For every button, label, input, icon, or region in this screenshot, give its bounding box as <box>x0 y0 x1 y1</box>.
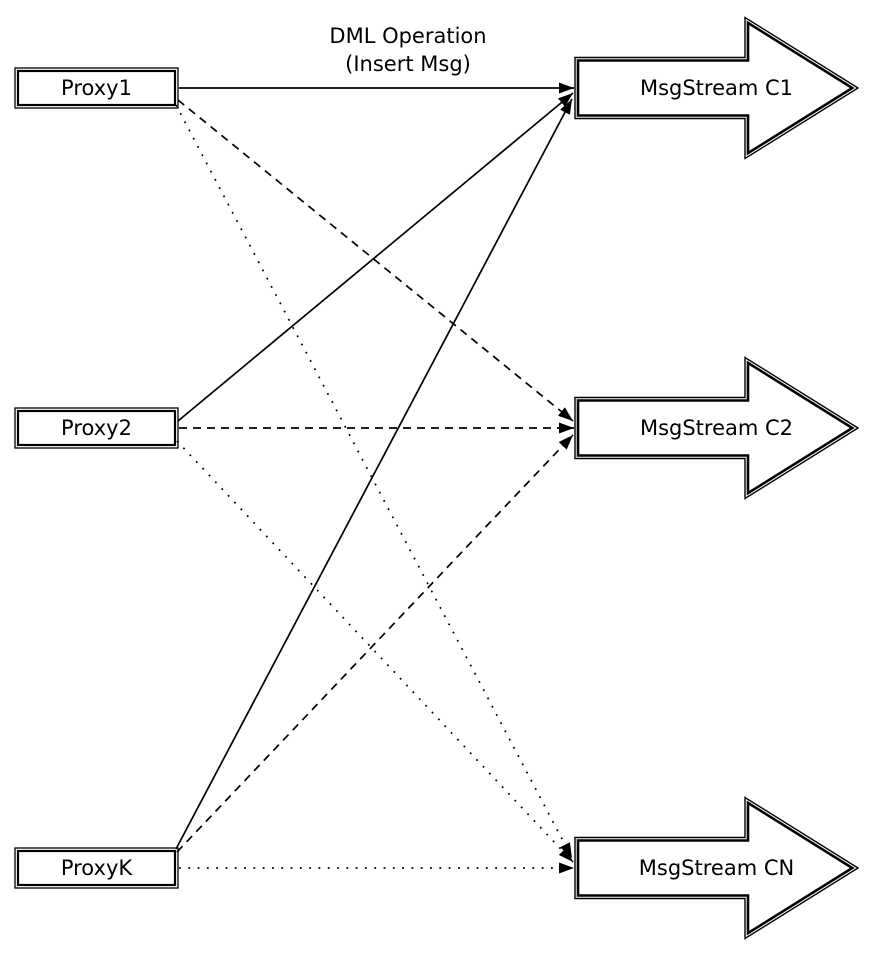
edge-proxy2-to-cn-dotted <box>176 440 574 863</box>
edge-proxy2-to-c1-solid <box>177 92 574 422</box>
proxy-box-outer <box>14 847 179 889</box>
edges-layer <box>175 82 574 874</box>
edge-proxy1-to-c2-dashed <box>177 99 574 422</box>
proxy-node-proxyk <box>14 847 179 889</box>
block-arrow-outline <box>574 16 860 160</box>
block-arrow-inner-line <box>576 360 855 496</box>
proxy-box-inner <box>16 849 177 887</box>
block-arrow-inner-line <box>576 800 855 936</box>
proxy-box-inner <box>16 69 177 107</box>
stream-arrow-c2 <box>574 356 860 500</box>
edge-proxyk-to-c1-solid <box>175 98 573 850</box>
stream-arrow-cn <box>574 796 860 940</box>
proxy-node-proxy1 <box>14 67 179 109</box>
proxy-box-inner <box>16 409 177 447</box>
edge-proxy1-to-cn-dotted <box>175 104 573 859</box>
block-arrow-outline <box>574 356 860 500</box>
proxy-nodes-layer <box>14 67 179 889</box>
block-arrow-outline <box>574 796 860 940</box>
stream-arrow-c1 <box>574 16 860 160</box>
proxy-node-proxy2 <box>14 407 179 449</box>
proxy-box-outer <box>14 67 179 109</box>
proxy-box-outer <box>14 407 179 449</box>
stream-arrows-layer <box>574 16 860 940</box>
edge-proxyk-to-c2-dashed <box>176 434 574 853</box>
block-arrow-inner-line <box>576 20 855 156</box>
